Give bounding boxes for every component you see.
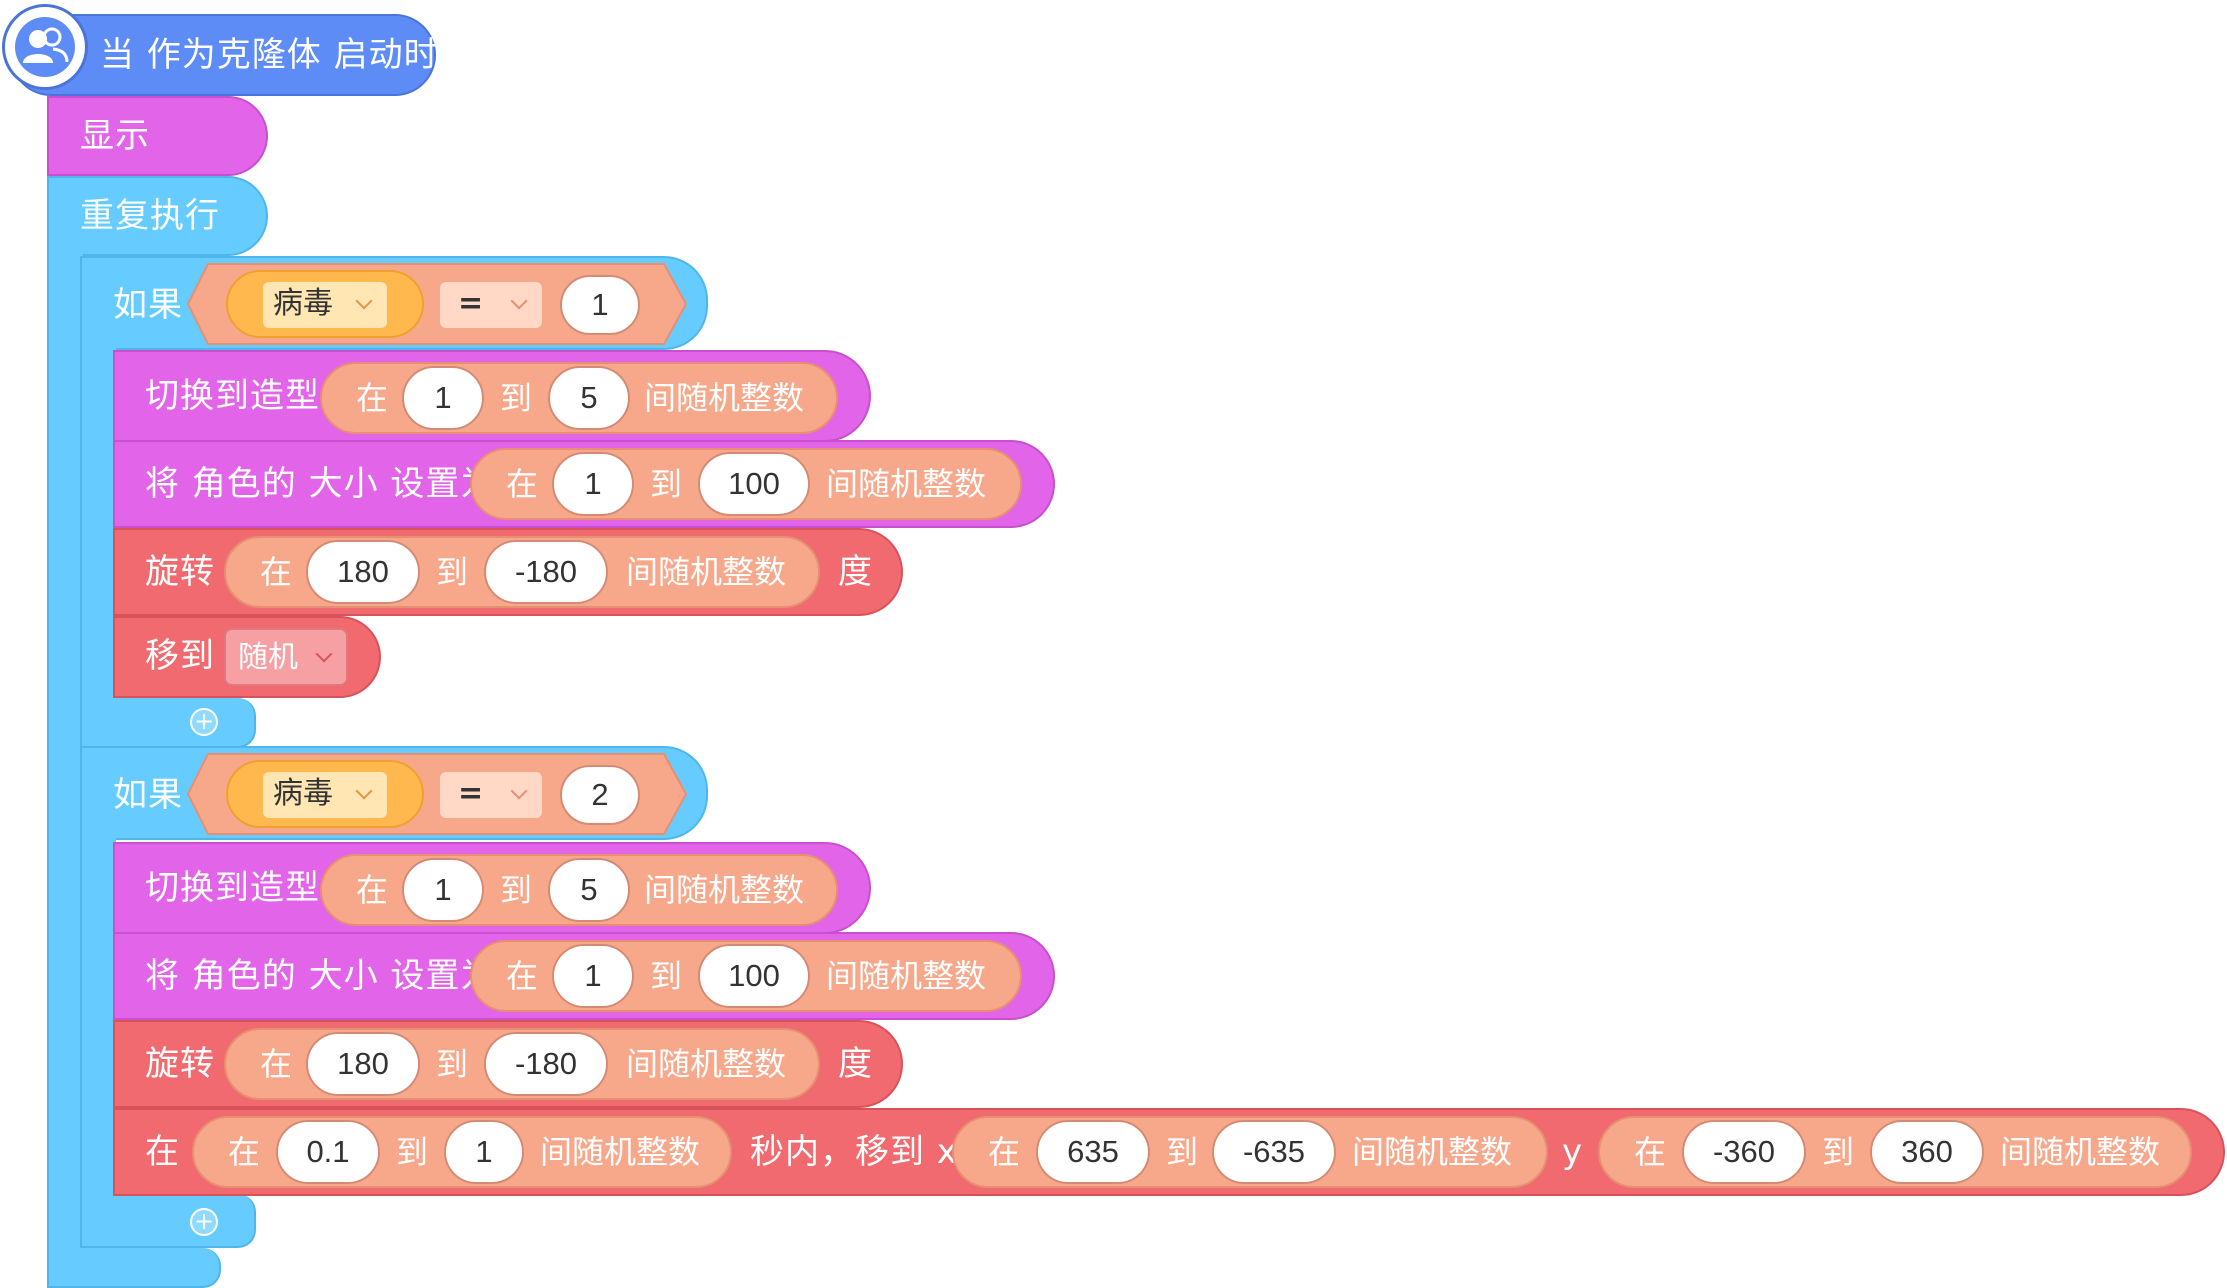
random-to-input[interactable]: -180: [484, 540, 608, 604]
random-in-label: 在: [260, 1045, 293, 1083]
switch-costume-label-2: 切换到造型: [145, 868, 320, 908]
random-suffix-label: 间随机整数: [826, 957, 987, 995]
random-suffix-label: 间随机整数: [626, 553, 787, 591]
show-label: 显示: [80, 116, 150, 156]
if-block-2-end: [80, 1194, 256, 1248]
random-to-label: 到: [1166, 1133, 1199, 1171]
random-from-input[interactable]: 635: [1036, 1120, 1150, 1184]
random-suffix-label: 间随机整数: [626, 1045, 787, 1083]
go-to-target-dropdown[interactable]: 随机: [224, 628, 348, 686]
random-to-label: 到: [436, 1045, 469, 1083]
random-in-label: 在: [356, 871, 389, 909]
random-in-label: 在: [356, 379, 389, 417]
if-1-value-input[interactable]: 1: [560, 275, 640, 335]
set-size-label-1: 将 角色的 大小 设置为: [145, 464, 496, 504]
random-suffix-label: 间随机整数: [644, 871, 805, 909]
if-2-value-input[interactable]: 2: [560, 765, 640, 825]
random-to-input[interactable]: -180: [484, 1032, 608, 1096]
random-in-label: 在: [260, 553, 293, 591]
if-1-label: 如果: [113, 285, 183, 325]
random-from-input[interactable]: 0.1: [276, 1120, 380, 1184]
forever-block[interactable]: [47, 176, 268, 256]
random-from-input[interactable]: 180: [306, 540, 420, 604]
if-2-variable-dropdown[interactable]: 病毒: [263, 772, 387, 818]
random-in-label: 在: [506, 957, 539, 995]
random-in-label: 在: [506, 465, 539, 503]
random-from-input[interactable]: 1: [402, 366, 484, 430]
random-to-label: 到: [396, 1133, 429, 1171]
if-block-1-end: [80, 698, 256, 748]
if-1-variable-dropdown[interactable]: 病毒: [263, 282, 387, 328]
random-in-label: 在: [228, 1133, 261, 1171]
random-suffix-label: 间随机整数: [644, 379, 805, 417]
random-from-input[interactable]: 1: [402, 858, 484, 922]
random-suffix-label: 间随机整数: [1352, 1133, 1513, 1171]
go-to-label-1: 移到: [145, 636, 215, 676]
random-from-input[interactable]: 180: [306, 1032, 420, 1096]
random-from-input[interactable]: 1: [552, 452, 634, 516]
glide-mid-label: 秒内，移到 x: [750, 1132, 958, 1172]
random-to-label: 到: [650, 465, 683, 503]
random-suffix-label: 间随机整数: [2000, 1133, 2161, 1171]
clone-avatar-icon: [2, 4, 88, 90]
random-to-input[interactable]: 5: [548, 858, 630, 922]
random-in-label: 在: [988, 1133, 1021, 1171]
switch-costume-label-1: 切换到造型: [145, 376, 320, 416]
random-to-input[interactable]: -635: [1212, 1120, 1336, 1184]
show-block[interactable]: [47, 96, 268, 176]
forever-end-cap: [47, 1248, 221, 1288]
random-to-input[interactable]: 5: [548, 366, 630, 430]
if-2-operator-dropdown[interactable]: =: [440, 772, 542, 818]
random-in-label: 在: [1634, 1133, 1667, 1171]
random-suffix-label: 间随机整数: [540, 1133, 701, 1171]
turn-label-2: 旋转: [145, 1044, 215, 1084]
set-size-label-2: 将 角色的 大小 设置为: [145, 956, 496, 996]
if-block-2-arm: [80, 836, 116, 1246]
if-2-label: 如果: [113, 775, 183, 815]
hat-label: 当 作为克隆体 启动时: [100, 35, 439, 75]
add-block-button-2[interactable]: +: [190, 1208, 218, 1236]
random-to-label: 到: [500, 379, 533, 417]
random-to-label: 到: [650, 957, 683, 995]
forever-arm: [47, 250, 83, 1285]
glide-y-label: y: [1562, 1132, 1584, 1172]
random-to-label: 到: [1822, 1133, 1855, 1171]
random-to-label: 到: [436, 553, 469, 591]
random-to-input[interactable]: 100: [698, 944, 810, 1008]
forever-label: 重复执行: [80, 196, 220, 236]
turn-unit-label-2: 度: [838, 1044, 873, 1084]
random-from-input[interactable]: 1: [552, 944, 634, 1008]
glide-in-label: 在: [145, 1132, 180, 1172]
add-block-button-1[interactable]: +: [190, 708, 218, 736]
random-to-label: 到: [500, 871, 533, 909]
random-to-input[interactable]: 1: [444, 1120, 524, 1184]
random-to-input[interactable]: 360: [1870, 1120, 1984, 1184]
random-suffix-label: 间随机整数: [826, 465, 987, 503]
turn-unit-label-1: 度: [838, 552, 873, 592]
if-block-1-arm: [80, 346, 116, 746]
if-1-operator-dropdown[interactable]: =: [440, 282, 542, 328]
turn-label-1: 旋转: [145, 552, 215, 592]
random-from-input[interactable]: -360: [1682, 1120, 1806, 1184]
random-to-input[interactable]: 100: [698, 452, 810, 516]
